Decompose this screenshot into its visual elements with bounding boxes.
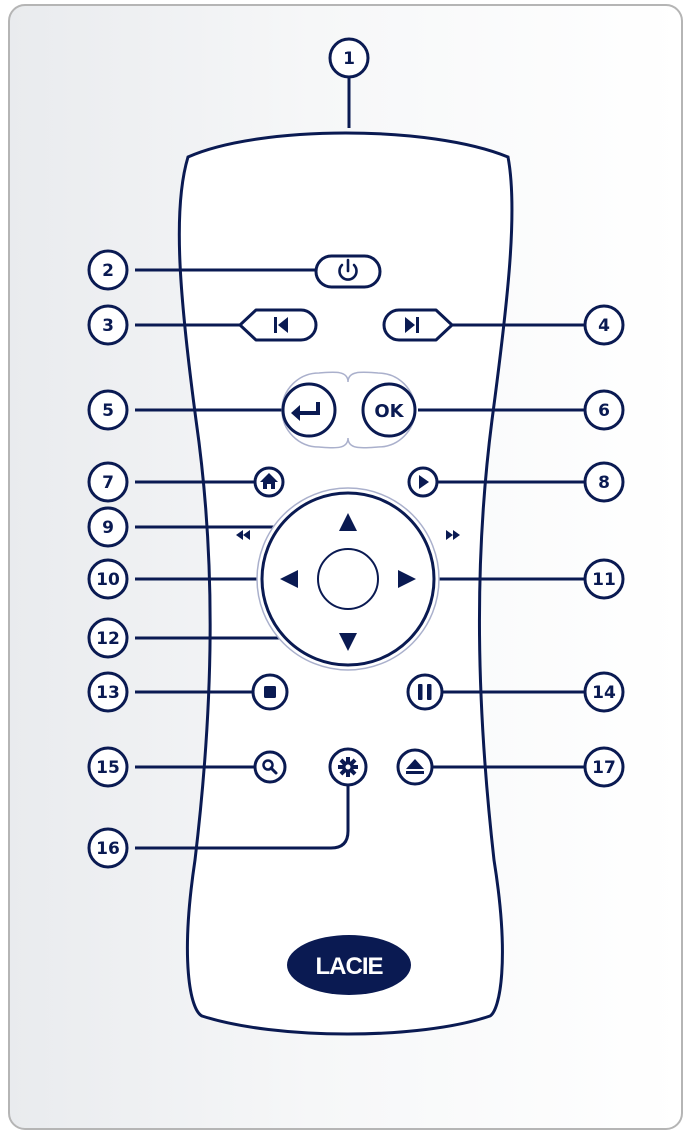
logo-text: LACIE xyxy=(316,953,384,980)
callout-number: 6 xyxy=(598,401,610,421)
callout-9: 9 xyxy=(87,506,129,548)
search-button[interactable] xyxy=(253,750,287,784)
home-button[interactable] xyxy=(253,466,285,498)
callout-11: 11 xyxy=(583,558,625,600)
play-button[interactable] xyxy=(407,466,439,498)
callout-17: 17 xyxy=(583,746,625,788)
leader-16 xyxy=(135,785,350,850)
callout-number: 7 xyxy=(102,473,114,493)
arrow-down-icon xyxy=(339,633,357,651)
arrow-right-icon xyxy=(398,570,416,588)
callout-number: 11 xyxy=(592,570,616,590)
right-button[interactable] xyxy=(398,570,416,588)
center-select-button[interactable] xyxy=(317,548,379,610)
callout-number: 4 xyxy=(598,316,610,336)
stop-icon xyxy=(264,686,276,698)
previous-button[interactable] xyxy=(238,308,318,342)
callout-number: 14 xyxy=(592,683,616,703)
callout-16: 16 xyxy=(87,827,129,869)
callout-5: 5 xyxy=(87,389,129,431)
callout-13: 13 xyxy=(87,671,129,713)
dpad xyxy=(256,487,440,671)
callout-7: 7 xyxy=(87,461,129,503)
search-icon xyxy=(262,759,278,775)
stop-button[interactable] xyxy=(251,673,289,711)
callout-number: 16 xyxy=(96,839,120,859)
power-icon xyxy=(338,258,358,281)
rewind-icon xyxy=(236,530,250,540)
callout-10: 10 xyxy=(87,558,129,600)
callout-14: 14 xyxy=(583,671,625,713)
callout-3: 3 xyxy=(87,304,129,346)
callout-8: 8 xyxy=(583,461,625,503)
skip-next-icon xyxy=(405,317,419,333)
callout-number: 13 xyxy=(96,683,120,703)
arrow-left-icon xyxy=(280,570,298,588)
callout-6: 6 xyxy=(583,389,625,431)
callout-number: 10 xyxy=(96,570,120,590)
ok-label: OK xyxy=(374,401,404,422)
callout-number: 3 xyxy=(102,316,114,336)
lacie-logo: LACIE xyxy=(287,935,411,995)
eject-button[interactable] xyxy=(396,748,434,786)
callout-number: 1 xyxy=(343,49,355,69)
pause-icon xyxy=(418,684,432,700)
play-icon xyxy=(419,475,429,489)
down-button[interactable] xyxy=(339,633,357,651)
callout-number: 2 xyxy=(102,261,114,281)
next-button[interactable] xyxy=(382,308,454,342)
up-button[interactable] xyxy=(339,513,357,531)
callout-number: 9 xyxy=(102,518,114,538)
callout-number: 12 xyxy=(96,629,120,649)
pause-button[interactable] xyxy=(406,673,444,711)
callout-15: 15 xyxy=(87,746,129,788)
home-icon xyxy=(260,473,278,489)
callout-12: 12 xyxy=(87,617,129,659)
gear-icon xyxy=(338,757,358,777)
fast-forward-icon xyxy=(446,530,460,540)
callout-number: 8 xyxy=(598,473,610,493)
power-button[interactable] xyxy=(314,254,382,289)
callout-1: 1 xyxy=(328,37,370,79)
callout-number: 5 xyxy=(102,401,114,421)
eject-icon xyxy=(406,759,424,774)
callout-number: 15 xyxy=(96,758,120,778)
ok-button[interactable]: OK xyxy=(361,382,417,438)
skip-previous-icon xyxy=(274,317,288,333)
back-button[interactable] xyxy=(281,382,337,438)
callout-number: 17 xyxy=(592,758,616,778)
back-arrow-icon xyxy=(291,402,320,421)
callout-2: 2 xyxy=(87,249,129,291)
callout-4: 4 xyxy=(583,304,625,346)
left-button[interactable] xyxy=(280,570,298,588)
arrow-up-icon xyxy=(339,513,357,531)
settings-button[interactable] xyxy=(328,747,368,787)
